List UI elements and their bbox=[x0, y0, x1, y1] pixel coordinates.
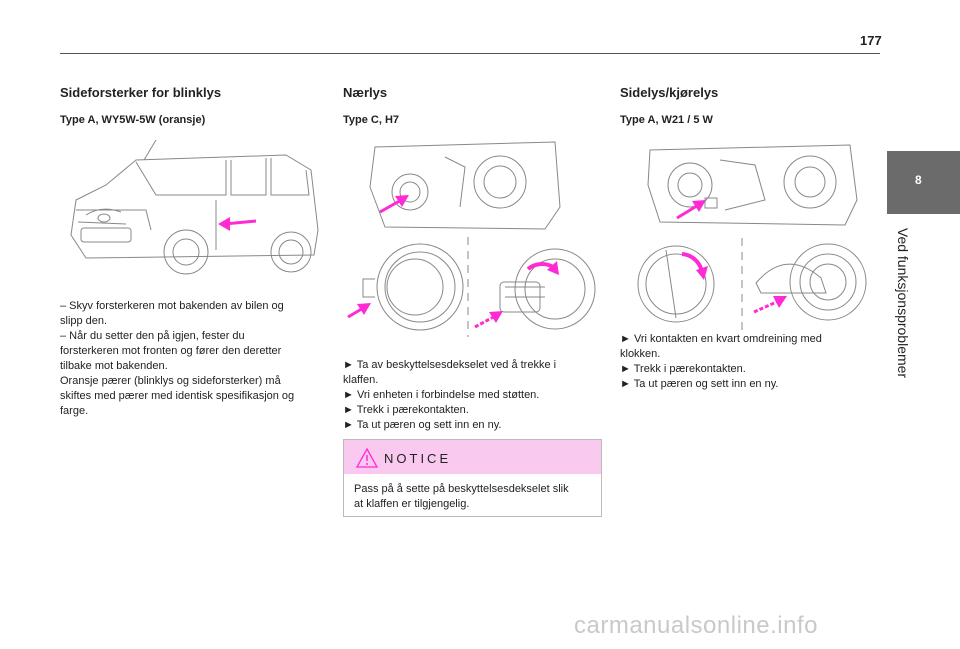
text-line: Oransje pærer (blinklys og sideforsterke… bbox=[60, 375, 281, 387]
col3-instructions: ► Vri kontakten en kvart omdreining med … bbox=[620, 332, 880, 392]
column-side-repeater: Sideforsterker for blinklys Type A, WY5W… bbox=[60, 85, 325, 126]
chapter-label: Ved funksjonsproblemer bbox=[888, 220, 916, 400]
page-number: 177 bbox=[860, 33, 882, 48]
text-line: klaffen. bbox=[343, 374, 379, 386]
text-line: ► Ta av beskyttelsesdekselet ved å trekk… bbox=[343, 359, 557, 371]
chapter-number: 8 bbox=[915, 173, 922, 187]
notice-text: Pass på å sette på beskyttelsesdekselet … bbox=[344, 474, 601, 520]
section-heading: Nærlys bbox=[343, 85, 388, 100]
text-line: – Når du setter den på igjen, fester du bbox=[60, 330, 245, 342]
notice-box: NOTICE Pass på å sette på beskyttelsesde… bbox=[343, 439, 602, 517]
text-line: ► Ta ut pæren og sett inn en ny. bbox=[620, 378, 779, 390]
text-line: Pass på å sette på beskyttelsesdekselet … bbox=[354, 483, 569, 495]
col1-instructions: – Skyv forsterkeren mot bakenden av bile… bbox=[60, 299, 330, 419]
text-line: skiftes med pærer med identisk spesifika… bbox=[60, 390, 295, 402]
van-illustration bbox=[70, 140, 319, 275]
bulb-holder-illustration bbox=[637, 238, 867, 330]
column-low-beam: Nærlys Type C, H7 bbox=[343, 85, 603, 126]
text-line: ► Trekk i pærekontakten. bbox=[620, 363, 746, 375]
column-side-lights: Sidelys/kjørelys Type A, W21 / 5 W bbox=[620, 85, 880, 126]
headlamp-illustration bbox=[369, 141, 561, 230]
text-line: ► Trekk i pærekontakten. bbox=[343, 404, 469, 416]
section-heading: Sidelys/kjørelys bbox=[620, 85, 719, 100]
section-subheading: Type C, H7 bbox=[343, 114, 400, 126]
text-line: slipp den. bbox=[60, 315, 108, 327]
chapter-title: Ved funksjonsproblemer bbox=[895, 227, 911, 379]
text-line: – Skyv forsterkeren mot bakenden av bile… bbox=[60, 300, 284, 312]
section-subheading: Type A, WY5W-5W (oransje) bbox=[60, 114, 206, 126]
text-line: ► Vri enheten i forbindelse med støtten. bbox=[343, 389, 540, 401]
section-subheading: Type A, W21 / 5 W bbox=[620, 114, 713, 126]
chapter-tab[interactable]: 8 bbox=[887, 151, 960, 214]
header-rule bbox=[60, 53, 880, 54]
notice-title: NOTICE bbox=[384, 451, 452, 466]
text-line: ► Vri kontakten en kvart omdreining med bbox=[620, 333, 822, 345]
warning-icon bbox=[356, 448, 378, 468]
watermark[interactable]: carmanualsonline.info bbox=[574, 612, 818, 639]
section-heading: Sideforsterker for blinklys bbox=[60, 85, 222, 100]
text-line: at klaffen er tilgjengelig. bbox=[354, 498, 470, 510]
text-line: farge. bbox=[60, 405, 89, 417]
text-line: tilbake mot bakenden. bbox=[60, 360, 168, 372]
text-line: ► Ta ut pæren og sett inn en ny. bbox=[343, 419, 502, 431]
col2-instructions: ► Ta av beskyttelsesdekselet ved å trekk… bbox=[343, 358, 603, 433]
notice-header: NOTICE bbox=[344, 440, 601, 474]
text-line: forsterkeren mot fronten og fører den de… bbox=[60, 345, 282, 357]
cover-and-bulb-illustration bbox=[347, 237, 596, 337]
text-line: klokken. bbox=[620, 348, 661, 360]
daylight-lamp-illustration bbox=[647, 144, 858, 226]
